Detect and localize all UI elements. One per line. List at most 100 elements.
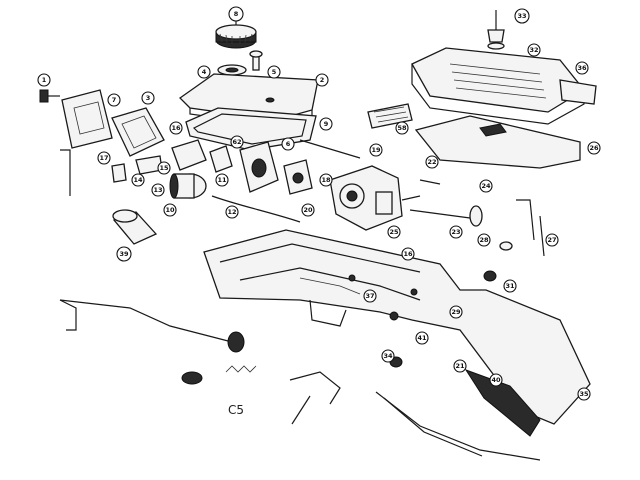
callout-20: 20 <box>301 203 315 217</box>
callout-label: 29 <box>451 308 461 316</box>
callout-label: 1 <box>42 76 47 84</box>
callout-label: 2 <box>320 76 325 84</box>
callout-17: 17 <box>97 151 111 165</box>
callout-label: 18 <box>321 176 331 184</box>
callout-33: 33 <box>514 8 530 24</box>
cover-screw <box>249 50 263 71</box>
callout-24: 24 <box>479 179 493 193</box>
callout-label: 37 <box>365 292 374 300</box>
callout-label: 28 <box>479 236 489 244</box>
callout-label: 25 <box>389 228 399 236</box>
callout-2: 2 <box>315 73 329 87</box>
callout-label: 14 <box>133 176 143 184</box>
callout-62: 62 <box>230 135 244 149</box>
callout-label: 16 <box>403 250 413 258</box>
callout-label: 33 <box>517 12 526 20</box>
rubber-mount <box>389 270 497 368</box>
callout-22: 22 <box>425 155 439 169</box>
callout-12: 12 <box>225 205 239 219</box>
callout-label: 26 <box>589 144 599 152</box>
callout-16: 16 <box>169 121 183 135</box>
callout-label: 17 <box>99 154 108 162</box>
callout-8: 8 <box>228 6 244 24</box>
callout-label: 34 <box>383 352 393 360</box>
callout-label: 31 <box>505 282 515 290</box>
callout-41: 41 <box>415 331 429 345</box>
callout-35: 35 <box>577 387 591 401</box>
air-filter-gasket <box>185 107 317 151</box>
air-filter-knob <box>215 8 257 49</box>
knob-washer <box>217 64 247 76</box>
intake-adapter <box>209 145 233 173</box>
tank-base-plate <box>414 115 581 169</box>
callout-label: 19 <box>371 146 381 154</box>
bushing <box>499 241 513 251</box>
callout-label: 35 <box>579 390 589 398</box>
carburetor <box>329 165 421 231</box>
left-plate <box>61 89 113 149</box>
callout-label: 62 <box>232 138 241 146</box>
handle-bar-rubber <box>464 369 541 437</box>
callout-label: 41 <box>417 334 427 342</box>
callout-label: 40 <box>491 376 501 384</box>
callout-3: 3 <box>141 91 155 105</box>
left-screw <box>39 89 60 103</box>
callout-label: 11 <box>217 176 227 184</box>
air-filter-cover <box>178 73 319 127</box>
handle-cover <box>411 47 597 125</box>
callout-31: 31 <box>503 279 517 293</box>
callout-23: 23 <box>449 225 463 239</box>
callout-label: 27 <box>547 236 556 244</box>
long-bolt <box>409 205 483 227</box>
grommet <box>181 371 203 385</box>
callout-39: 39 <box>116 246 132 262</box>
callout-label: 21 <box>455 362 465 370</box>
small-spring-bottom <box>225 365 257 373</box>
callout-label: 15 <box>159 164 169 172</box>
callout-label: 58 <box>397 124 407 132</box>
fuel-line-lower <box>211 195 301 223</box>
callout-18: 18 <box>319 173 333 187</box>
callout-11: 11 <box>215 173 229 187</box>
callout-28: 28 <box>477 233 491 247</box>
callout-label: 13 <box>153 186 162 194</box>
callout-21: 21 <box>453 359 467 373</box>
callout-label: 3 <box>146 94 151 102</box>
callout-label: 5 <box>272 68 277 76</box>
callout-9: 9 <box>319 117 333 131</box>
throttle-rod <box>59 299 245 353</box>
intake-boot <box>171 139 207 171</box>
callout-1: 1 <box>37 73 51 87</box>
callout-26: 26 <box>587 141 601 155</box>
callout-label: 24 <box>481 182 491 190</box>
callout-label: 7 <box>112 96 117 104</box>
callout-25: 25 <box>387 225 401 239</box>
carb-gasket <box>283 159 313 195</box>
housing-lower-rail <box>375 391 541 461</box>
callout-15: 15 <box>157 161 171 175</box>
callout-label: 32 <box>529 46 538 54</box>
callout-27: 27 <box>545 233 559 247</box>
left-body-edge <box>60 149 71 196</box>
callout-6: 6 <box>281 137 295 151</box>
primer-bulb <box>169 173 207 199</box>
callout-label: 22 <box>427 158 436 166</box>
callout-label: 39 <box>119 250 129 258</box>
lever-link <box>289 371 341 425</box>
callout-40: 40 <box>489 373 503 387</box>
fuel-cap <box>487 10 505 50</box>
cylinder-sleeve <box>112 209 158 245</box>
callout-14: 14 <box>131 173 145 187</box>
callout-13: 13 <box>151 183 165 197</box>
callout-32: 32 <box>527 43 541 57</box>
spring-clip <box>516 199 545 257</box>
callout-19: 19 <box>369 143 383 157</box>
callout-label: 20 <box>303 206 313 214</box>
callout-label: 16 <box>171 124 181 132</box>
callout-label: 9 <box>324 120 329 128</box>
callout-58: 58 <box>395 121 409 135</box>
callout-label: 6 <box>286 140 291 148</box>
callout-36: 36 <box>575 61 589 75</box>
callout-34: 34 <box>381 349 395 363</box>
carb-mount <box>239 141 279 193</box>
